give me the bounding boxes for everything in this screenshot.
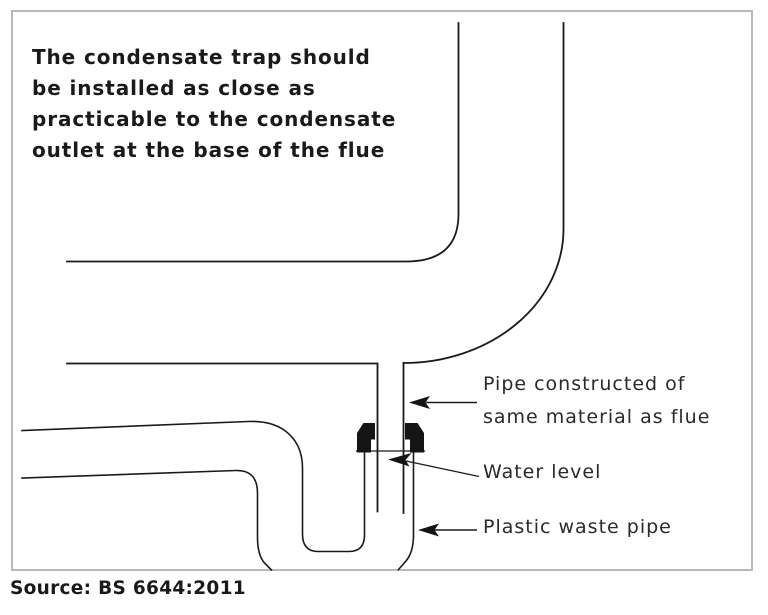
- label-pipe-material: Pipe constructed of same material as flu…: [483, 368, 710, 434]
- water-level-arrowhead-icon: [388, 453, 412, 467]
- plastic-waste-pipe-arrowhead-icon: [418, 523, 439, 537]
- flue-duct: [66, 22, 565, 514]
- seal-collar-right: [405, 423, 424, 453]
- label-pipe-material-line: Pipe constructed of: [483, 373, 686, 395]
- waste-pipe-right-wall: [397, 451, 415, 571]
- plastic-waste-pipe-arrow: [418, 523, 477, 537]
- label-plastic-waste-pipe: Plastic waste pipe: [483, 516, 672, 538]
- pipe-seal-collar: [357, 423, 424, 453]
- trap-waste-pipe: [21, 420, 426, 572]
- flue-outer-wall: [402, 22, 565, 364]
- trap-outer-wall: [21, 469, 273, 572]
- pipe-material-arrowhead-icon: [409, 396, 430, 409]
- figure-note-line: outlet at the base of the flue: [32, 138, 386, 162]
- annotation-arrows: [388, 396, 480, 537]
- figure-note-line: practicable to the condensate: [32, 107, 397, 131]
- figure-note-line: be installed as close as: [32, 76, 316, 100]
- label-water-level: Water level: [483, 461, 602, 483]
- trap-inner-wall: [21, 420, 366, 553]
- label-pipe-material-line: same material as flue: [483, 406, 711, 428]
- pipe-material-arrow: [409, 396, 477, 409]
- diagram-frame: [11, 10, 753, 571]
- figure-note: The condensate trap should be installed …: [32, 42, 396, 166]
- flue-bottom-wall-and-outlet-left-wall: [66, 362, 379, 513]
- source-caption: Source: BS 6644:2011: [10, 578, 246, 599]
- water-level-arrow: [388, 453, 480, 478]
- seal-collar-left: [357, 423, 375, 453]
- flue-inner-wall: [66, 22, 460, 263]
- figure-note-line: The condensate trap should: [32, 45, 371, 69]
